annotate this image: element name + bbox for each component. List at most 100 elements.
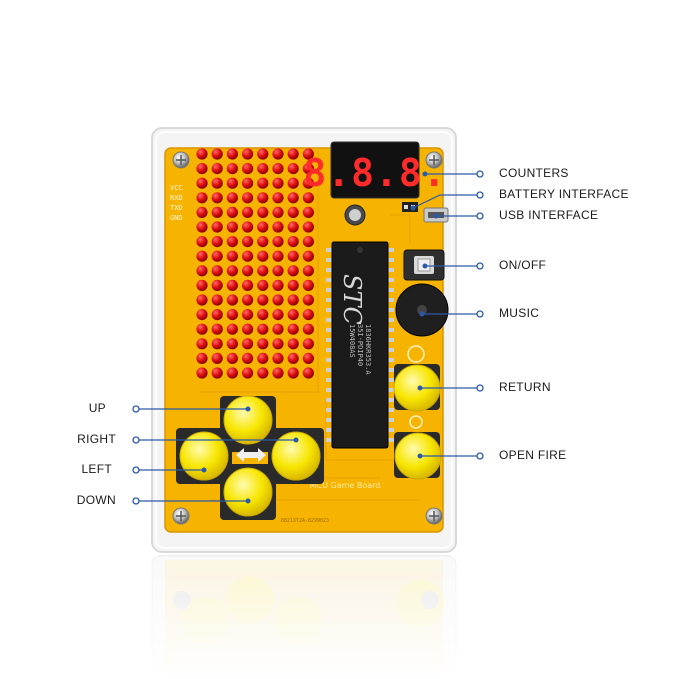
callouts [136,173,480,502]
chip-pin [326,308,334,312]
label-up: UP [88,401,106,415]
led [226,265,238,277]
label-right: RIGHT [77,432,116,446]
led [226,148,238,160]
led [257,309,269,321]
led [302,192,314,204]
led [196,221,208,233]
chip-pin [386,438,394,442]
chip-pin [326,378,334,382]
led [242,309,254,321]
led [257,148,269,160]
chip-pin [386,288,394,292]
led [226,206,238,218]
led [196,367,208,379]
led [272,279,284,291]
capacitor [344,204,366,226]
seven-segment-display: 8.8.8. [303,141,446,199]
led [287,221,299,233]
led [287,236,299,248]
led [211,309,223,321]
led [211,265,223,277]
led [272,163,284,175]
chip-pin [326,398,334,402]
label-counters: COUNTERS [499,166,569,180]
led [226,250,238,262]
led [287,192,299,204]
led [257,206,269,218]
led [226,192,238,204]
reflection [0,555,679,679]
led [242,163,254,175]
led [226,352,238,364]
led [211,221,223,233]
led [257,177,269,189]
led [196,323,208,335]
led [211,323,223,335]
callout-end-dots [201,171,439,504]
chip-pin [386,328,394,332]
led [226,338,238,350]
chip-pin [326,328,334,332]
led [242,177,254,189]
led [302,177,314,189]
right-button[interactable] [271,431,321,481]
led [196,309,208,321]
chip-pin [326,438,334,442]
chip-pin [386,378,394,382]
led-matrix [196,148,314,379]
chip-pin [386,318,394,322]
led [242,265,254,277]
led [196,338,208,350]
up-button[interactable] [223,395,273,445]
down-button[interactable] [223,467,273,517]
led [257,279,269,291]
led [272,352,284,364]
led [211,206,223,218]
led [287,163,299,175]
led [196,192,208,204]
chip-pin [386,418,394,422]
led [302,352,314,364]
led [257,352,269,364]
led [196,163,208,175]
chip-pin [326,418,334,422]
led [196,206,208,218]
led [302,294,314,306]
led [242,294,254,306]
pin-label-vcc: VCC [170,184,183,192]
led [302,206,314,218]
buzzer [395,283,449,337]
pin-label-gnd: GND [170,214,183,222]
chip-brand: STC [338,274,366,325]
chip-pin [326,278,334,282]
led [242,250,254,262]
pin-label-rxd: RXD [170,194,183,202]
chip-pin [386,278,394,282]
chip-pin [326,358,334,362]
pin-label-txd: TXD [170,204,183,212]
led [211,294,223,306]
led [302,338,314,350]
led [302,279,314,291]
led [242,352,254,364]
left-button[interactable] [179,431,229,481]
led [257,236,269,248]
led [287,367,299,379]
led [287,250,299,262]
led [287,177,299,189]
chip-pin [326,388,334,392]
chip-pin [326,368,334,372]
led [226,367,238,379]
chip-line2: 35I-PDIP40 [356,324,364,366]
led [272,148,284,160]
label-return: RETURN [499,380,551,394]
led [302,148,314,160]
board-serial: 8821XT2A-8299023 [281,518,329,524]
led [257,250,269,262]
led [272,250,284,262]
led [211,236,223,248]
led [287,309,299,321]
chip-line3: 1836HKR353.A [364,324,372,375]
mcu-chip: STC 15W408AS 35I-PDIP40 1836HKR353.A [326,241,394,449]
